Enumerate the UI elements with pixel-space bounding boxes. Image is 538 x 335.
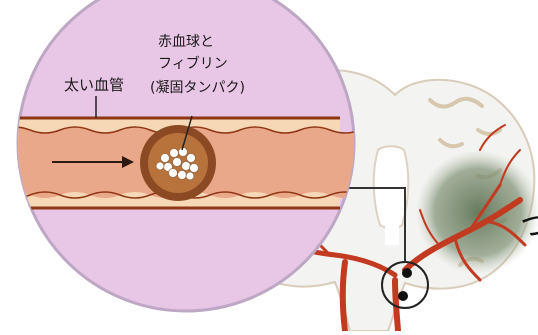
edge-cut-text: つ	[520, 212, 538, 242]
occlusion-clot-dot-lower	[398, 291, 408, 301]
label-large-vessel: 太い血管	[64, 76, 124, 94]
blood-clot	[140, 125, 216, 201]
label-clot-line1: 赤血球と	[158, 34, 214, 50]
midline-structure	[385, 175, 399, 245]
label-clot-line2: フィブリン	[158, 55, 228, 72]
label-clot-line3: (凝固タンパク)	[150, 80, 245, 96]
occlusion-clot-dot-upper	[402, 268, 412, 278]
